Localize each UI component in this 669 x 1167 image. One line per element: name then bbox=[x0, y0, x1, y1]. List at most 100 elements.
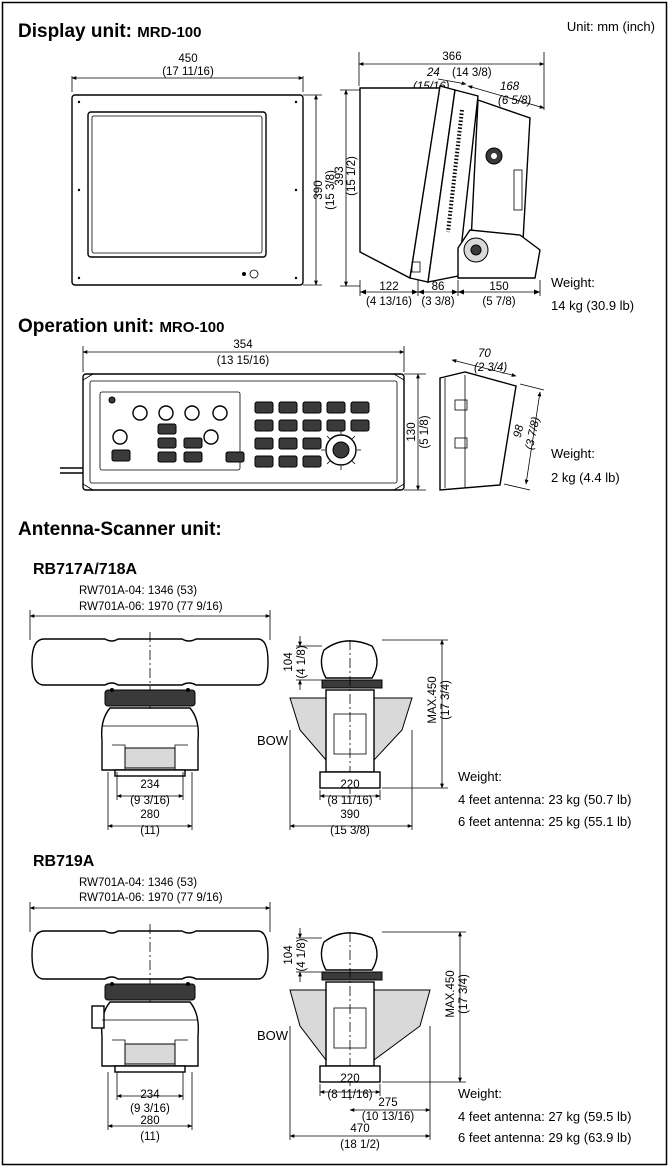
model2-left-housing bbox=[289, 989, 327, 1062]
model2-h104-mm: 104 bbox=[283, 945, 295, 965]
model2-d220-mm: 220 bbox=[340, 1073, 359, 1085]
display-b2-mm: 86 bbox=[432, 281, 445, 293]
display-side-vent bbox=[446, 109, 464, 233]
operation-height-mm: 130 bbox=[406, 422, 418, 441]
model1-d280-mm: 280 bbox=[140, 809, 159, 821]
model1-d280-in: (11) bbox=[140, 825, 160, 837]
operation-side-view bbox=[439, 371, 517, 491]
operation-keys-left bbox=[111, 423, 245, 463]
display-weight-label: Weight: bbox=[551, 275, 595, 290]
model2-weight-label: Weight: bbox=[458, 1086, 502, 1101]
model2-turntable bbox=[104, 983, 196, 1001]
display-height1-mm: 390 bbox=[313, 180, 325, 199]
model2-d220-in: (8 11/16) bbox=[327, 1089, 372, 1101]
display-back-in: (6 5/8) bbox=[498, 95, 531, 107]
operation-unit-section: Operation unit: MRO-100 354 (13 15/16) bbox=[18, 316, 620, 491]
operation-weight-label: Weight: bbox=[551, 446, 595, 461]
model1-max-in: (17 3/4) bbox=[440, 680, 452, 720]
display-weight: 14 kg (30.9 lb) bbox=[551, 298, 634, 313]
model1-max-mm: MAX.450 bbox=[427, 676, 439, 723]
display-width-mm: 450 bbox=[178, 53, 197, 65]
unit-note: Unit: mm (inch) bbox=[567, 19, 655, 34]
display-depth-in: (14 3/8) bbox=[452, 67, 492, 79]
display-heading: Display unit: MRD-100 bbox=[18, 21, 201, 42]
display-unit-section: Display unit: MRD-100 Unit: mm (inch) 45… bbox=[18, 19, 655, 313]
display-top-mm: 24 bbox=[426, 67, 440, 79]
operation-panel bbox=[82, 373, 405, 491]
display-b1-in: (4 13/16) bbox=[366, 296, 412, 308]
model1-h104-mm: 104 bbox=[283, 652, 295, 672]
operation-knobs bbox=[108, 396, 228, 445]
model1-d234-in: (9 3/16) bbox=[130, 795, 170, 807]
operation-height-in: (5 1/8) bbox=[419, 415, 431, 448]
model1-w-in: (15 3/8) bbox=[330, 825, 370, 837]
model2-rw06: RW701A-06: 1970 (77 9/16) bbox=[79, 892, 223, 904]
display-height2-in: (15 1/2) bbox=[346, 156, 358, 196]
operation-width-mm: 354 bbox=[233, 339, 253, 351]
model-rb717a: RB717A/718A RW701A-04: 1346 (53) RW701A-… bbox=[29, 561, 631, 837]
model1-d220-in: (8 11/16) bbox=[327, 795, 372, 807]
operation-width-in: (13 15/16) bbox=[217, 355, 270, 367]
model2-w-mm: 470 bbox=[350, 1123, 369, 1135]
display-depth-mm: 366 bbox=[442, 51, 461, 63]
model1-d220-mm: 220 bbox=[340, 779, 359, 791]
model1-weight4: 4 feet antenna: 23 kg (50.7 lb) bbox=[458, 792, 631, 807]
model2-h104-in: (4 1/8) bbox=[296, 938, 308, 971]
model2-name: RB719A bbox=[33, 853, 95, 870]
model2-d280-in: (11) bbox=[140, 1131, 160, 1143]
display-b3-in: (5 7/8) bbox=[482, 296, 515, 308]
operation-side-mm: 98 bbox=[512, 423, 527, 439]
model2-bow: BOW bbox=[257, 1028, 289, 1043]
power-led-icon bbox=[242, 272, 246, 276]
trackball-icon bbox=[321, 430, 361, 470]
model2-max-in: (17 3/4) bbox=[458, 974, 470, 1014]
model1-turntable bbox=[104, 689, 196, 707]
display-height2-mm: 393 bbox=[334, 166, 346, 185]
display-b1-mm: 122 bbox=[379, 281, 398, 293]
model2-motor-box bbox=[91, 1005, 105, 1029]
display-height1-in: (15 3/8) bbox=[325, 170, 337, 210]
model2-radiator-side bbox=[320, 932, 378, 971]
display-front-bezel bbox=[71, 94, 304, 286]
display-b2-in: (3 3/8) bbox=[421, 296, 454, 308]
model2-d280-mm: 280 bbox=[140, 1115, 159, 1127]
model1-rw04: RW701A-04: 1346 (53) bbox=[79, 585, 197, 597]
antenna-section: Antenna-Scanner unit: RB717A/718A RW701A… bbox=[18, 519, 631, 1151]
model1-w-mm: 390 bbox=[340, 809, 359, 821]
operation-top-mm: 70 bbox=[478, 348, 491, 360]
model-rb719a: RB719A RW701A-04: 1346 (53) RW701A-06: 1… bbox=[29, 853, 631, 1151]
model1-left-housing bbox=[289, 697, 327, 762]
model1-weight-label: Weight: bbox=[458, 769, 502, 784]
model2-d234-in: (9 3/16) bbox=[130, 1103, 170, 1115]
model1-bow: BOW bbox=[257, 733, 289, 748]
model1-d234-mm: 234 bbox=[140, 779, 160, 791]
model1-weight6: 6 feet antenna: 25 kg (55.1 lb) bbox=[458, 814, 631, 829]
antenna-heading: Antenna-Scanner unit: bbox=[18, 519, 222, 540]
model1-name: RB717A/718A bbox=[33, 561, 138, 578]
model2-w-in: (18 1/2) bbox=[340, 1139, 380, 1151]
model2-d275-mm: 275 bbox=[378, 1097, 397, 1109]
operation-weight: 2 kg (4.4 lb) bbox=[551, 470, 620, 485]
model1-radiator bbox=[31, 638, 269, 686]
display-b3-mm: 150 bbox=[489, 281, 508, 293]
power-knob-icon bbox=[249, 269, 259, 279]
model1-rw06: RW701A-06: 1970 (77 9/16) bbox=[79, 601, 223, 613]
display-screen-outer bbox=[87, 111, 267, 258]
model2-d275-in: (10 13/16) bbox=[362, 1111, 415, 1123]
model2-rw04: RW701A-04: 1346 (53) bbox=[79, 877, 197, 889]
model2-max-mm: MAX.450 bbox=[445, 970, 457, 1017]
operation-heading: Operation unit: MRO-100 bbox=[18, 316, 224, 337]
model1-radiator-side bbox=[320, 640, 378, 679]
model2-weight6: 6 feet antenna: 29 kg (63.9 lb) bbox=[458, 1130, 631, 1145]
operation-side-in: (3 7/8) bbox=[524, 416, 543, 451]
model2-weight4: 4 feet antenna: 27 kg (59.5 lb) bbox=[458, 1109, 631, 1124]
display-width-in: (17 11/16) bbox=[162, 66, 214, 78]
model1-h104-in: (4 1/8) bbox=[296, 645, 308, 678]
display-back-mm: 168 bbox=[500, 81, 520, 93]
model2-d234-mm: 234 bbox=[140, 1089, 160, 1101]
operation-keys-right bbox=[254, 401, 370, 468]
display-screen bbox=[91, 115, 263, 254]
